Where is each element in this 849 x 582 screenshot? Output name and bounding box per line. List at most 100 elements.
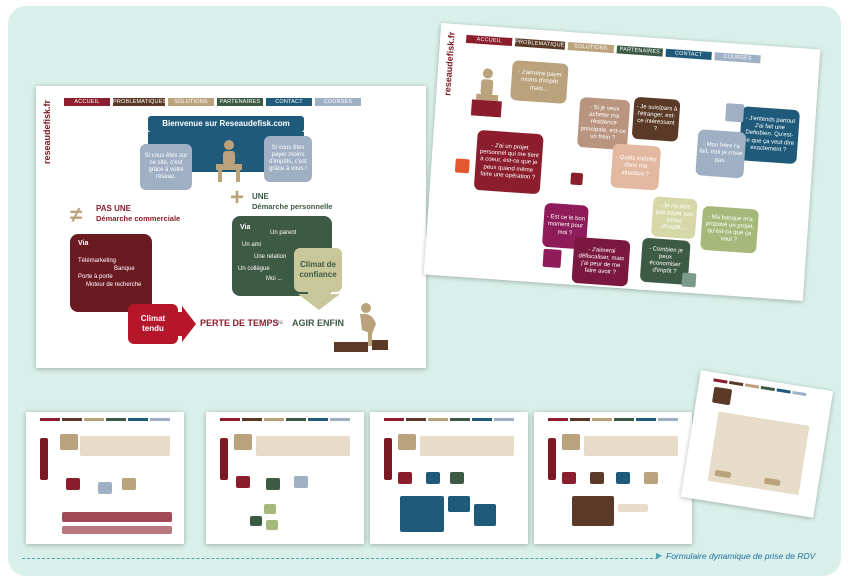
thumbnail-screen[interactable] [206, 412, 364, 544]
nav-problematiques[interactable]: PROBLEMATIQUES [113, 98, 165, 106]
thumb-box [250, 516, 262, 526]
nav-courses[interactable]: COURSES [315, 98, 361, 106]
nav-contact[interactable]: CONTACT [665, 48, 712, 60]
thumb-panel [707, 411, 810, 496]
site-logo[interactable]: reseaudefisk.fr [42, 100, 52, 165]
thumb-nav [40, 418, 170, 421]
question-card[interactable]: - Mon frère l'a fait, moi je n'ose pas. [695, 129, 747, 179]
thumb-box [294, 476, 308, 488]
via-left-item: Moteur de recherche [86, 282, 142, 288]
thumb-figure [384, 438, 392, 480]
decor-square [570, 172, 584, 186]
caption-line [22, 558, 658, 559]
question-card[interactable]: - Si je veux acheter ma résidence princi… [576, 96, 631, 151]
bubble-right: Si vous êtes payer moins d'impôts, c'est… [264, 136, 312, 182]
question-card[interactable]: - Ma banque m'a proposé un projet, qu'es… [700, 205, 760, 254]
nav-accueil[interactable]: ACCUEIL [64, 98, 110, 106]
nav-partenaires[interactable]: PARTENAIRES [616, 45, 664, 57]
perte-de-temps: PERTE DE TEMPS [200, 318, 279, 328]
caption-arrow-icon: ▶ [656, 551, 663, 560]
via-right-item: Une relation [254, 254, 287, 260]
via-right-item: Moi ... [266, 276, 283, 282]
thumb-figure [40, 438, 48, 480]
decor-square [542, 248, 562, 268]
question-card[interactable]: - J'entends partout J'ai fait une Defiob… [738, 106, 801, 165]
thumb-box [266, 520, 278, 530]
thumb-form [572, 496, 614, 526]
thumb-nav [548, 418, 678, 421]
thumb-bubble [234, 434, 252, 450]
arrow-right-icon [172, 306, 196, 342]
question-card[interactable]: - J'aimerai payer moins d'impôt mais... [510, 60, 569, 104]
decor-square [681, 272, 697, 288]
nav-accueil[interactable]: ACCUEIL [465, 34, 513, 47]
nav-contact[interactable]: CONTACT [266, 98, 312, 106]
questions-screen: reseaudefisk.fr ACCUEIL PROBLEMATIQUES S… [423, 23, 821, 301]
neq-subtitle: Démarche commerciale [96, 214, 181, 223]
nav-courses[interactable]: COURSES [714, 52, 761, 64]
via-left-item: Banque [114, 266, 135, 272]
thumb-box [98, 482, 112, 494]
plus-subtitle: Démarche personnelle [252, 202, 333, 211]
thumb-nav [384, 418, 514, 421]
not-equal-icon: ≠ [70, 202, 83, 227]
puzzle-man-icon [334, 303, 388, 352]
thumb-bubble [60, 434, 78, 450]
thumb-text [584, 436, 678, 456]
caption: Formulaire dynamique de prise de RDV [666, 551, 816, 561]
thumb-box [590, 472, 604, 484]
thumb-figure [548, 438, 556, 480]
via-right-title: Via [240, 224, 251, 231]
bubble-left: Si vous êtes sur ce site, c'est grâce à … [140, 144, 192, 190]
thumb-form [400, 496, 444, 532]
via-left-box: Via Télémarketing Banque Porte à porte M… [70, 234, 152, 312]
thumb-box [616, 472, 630, 484]
thumb-bubble [398, 434, 416, 450]
via-right-item: Un collègue [238, 266, 270, 272]
nav-solutions[interactable]: SOLUTIONS [168, 98, 214, 106]
thumb-nav [220, 418, 350, 421]
appointment-screen[interactable] [680, 370, 834, 518]
decor-square [454, 158, 470, 174]
thumb-bubble [711, 386, 733, 406]
climat-tendu: Climat tendu [128, 304, 178, 344]
question-card[interactable]: - J'ai un projet personnel qui me tient … [473, 129, 544, 195]
thumb-box [266, 478, 280, 490]
thumb-text [80, 436, 170, 456]
thumbnail-screen[interactable] [26, 412, 184, 544]
thumb-text [256, 436, 350, 456]
thumb-box [66, 478, 80, 490]
arrow-down-icon [298, 282, 340, 310]
thumb-row [62, 512, 172, 522]
thumb-form [474, 504, 496, 526]
via-left-item: Télémarketing [78, 258, 117, 264]
welcome-banner: Bienvenue sur Reseaudefisk.com [148, 116, 304, 132]
thumb-form [448, 496, 470, 512]
decor-square [725, 103, 745, 123]
question-card[interactable]: - Je suis/pars à l'étranger, est-ce inté… [631, 96, 681, 142]
via-left-item: Porte à porte [78, 274, 113, 280]
thumb-text [420, 436, 514, 456]
via-right-item: Un parent [270, 230, 297, 236]
nav-solutions[interactable]: SOLUTIONS [567, 41, 615, 54]
nav-partenaires[interactable]: PARTENAIRES [217, 98, 263, 106]
question-card[interactable]: - J'aimerai défiscaliser, mais j'ai peur… [571, 236, 631, 287]
site-logo[interactable]: reseaudefisk.fr [442, 31, 457, 97]
presentation-frame: reseaudefisk.fr ACCUEIL PROBLEMATIQUES S… [8, 6, 841, 576]
main-nav: ACCUEIL PROBLEMATIQUES SOLUTIONS PARTENA… [64, 98, 361, 106]
thumb-bubble [562, 434, 580, 450]
thumbnail-screen[interactable] [534, 412, 692, 544]
question-card[interactable]: - Je ne dois pas payer pas assez d'impôt… [650, 196, 698, 240]
seated-man-icon [216, 140, 242, 182]
thumb-box [644, 472, 658, 484]
via-right-item: Un ami [242, 242, 262, 248]
thumb-form [618, 504, 648, 512]
thumb-box [562, 472, 576, 484]
nav-problematiques[interactable]: PROBLEMATIQUES [514, 38, 566, 50]
thumbnail-screen[interactable] [370, 412, 528, 544]
question-card[interactable]: - Quels intérêts dans ma situation ? [610, 143, 662, 191]
agir-enfin: AGIR ENFIN [292, 318, 345, 328]
via-left-title: Via [78, 240, 89, 247]
thumb-box [236, 476, 250, 488]
thumb-box [122, 478, 136, 490]
